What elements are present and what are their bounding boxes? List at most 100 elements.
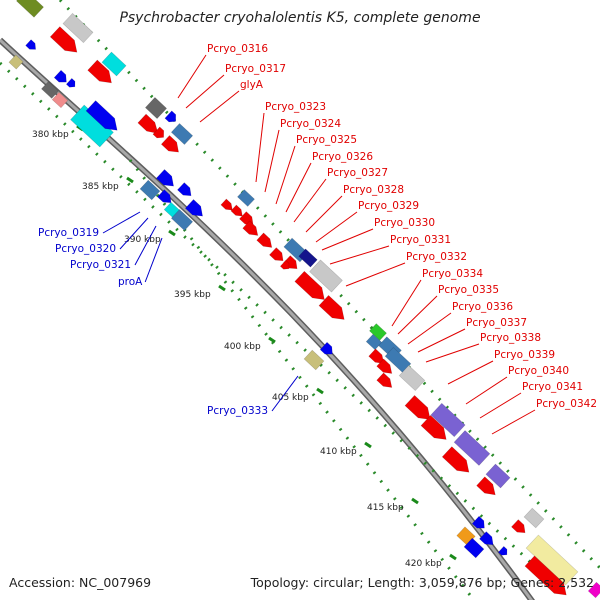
label-leader-line bbox=[285, 162, 312, 213]
ruler-tick bbox=[411, 497, 419, 505]
genome-title: Psychrobacter cryohalolentis K5, complet… bbox=[119, 10, 481, 26]
gene-shape bbox=[184, 199, 203, 217]
gene-label: Pcryo_0319 bbox=[38, 227, 99, 239]
gene-label: Pcryo_0323 bbox=[265, 101, 326, 113]
gene-shape bbox=[369, 323, 387, 341]
gene-shape bbox=[298, 248, 318, 268]
gene-shape bbox=[309, 259, 343, 293]
gene-label: Pcryo_0337 bbox=[466, 317, 527, 329]
gene-shape bbox=[463, 537, 485, 559]
gene-shape bbox=[376, 358, 393, 374]
gene-shape bbox=[155, 169, 174, 187]
gene-shape bbox=[25, 39, 36, 50]
gene-label: Pcryo_0342 bbox=[536, 398, 597, 410]
label-leader-line bbox=[199, 90, 240, 123]
label-leader-line bbox=[119, 217, 149, 250]
gene-shape bbox=[144, 97, 168, 119]
gene-feature bbox=[164, 110, 177, 123]
gene-feature bbox=[303, 349, 325, 371]
gene-shape bbox=[87, 59, 112, 84]
gene-shape bbox=[294, 270, 325, 300]
gene-feature bbox=[152, 126, 165, 139]
ruler-tick bbox=[316, 387, 324, 395]
gene-feature bbox=[420, 414, 447, 440]
gene-shape bbox=[404, 394, 431, 420]
gene-shape bbox=[170, 209, 194, 231]
genome-summary-text: Topology: circular; Length: 3,059,876 bp… bbox=[250, 575, 594, 590]
gene-feature bbox=[87, 59, 112, 84]
gene-feature bbox=[298, 248, 318, 268]
gene-feature bbox=[525, 534, 579, 586]
gene-feature bbox=[170, 209, 194, 231]
gene-label: Pcryo_0336 bbox=[452, 301, 513, 313]
gene-shape bbox=[139, 179, 161, 201]
gene-feature bbox=[220, 198, 233, 211]
gene-shape bbox=[511, 519, 526, 534]
ruler-label: 390 kbp bbox=[124, 235, 161, 245]
ruler-tick bbox=[126, 176, 134, 184]
gene-shape bbox=[420, 414, 447, 440]
label-leader-line bbox=[397, 295, 438, 335]
gene-shape bbox=[525, 534, 579, 586]
gene-label: proA bbox=[118, 276, 143, 288]
gene-shape bbox=[485, 463, 511, 489]
gene-shape bbox=[398, 364, 426, 392]
label-leader-line bbox=[465, 376, 508, 405]
gene-label: Pcryo_0325 bbox=[296, 134, 357, 146]
gene-shape bbox=[177, 182, 192, 197]
gene-feature bbox=[62, 12, 94, 44]
accession-text: Accession: NC_007969 bbox=[9, 575, 152, 590]
gene-label: Pcryo_0341 bbox=[522, 381, 583, 393]
gene-feature bbox=[85, 100, 118, 131]
label-leader-line bbox=[425, 343, 480, 363]
label-leader-line bbox=[275, 145, 296, 205]
gene-label: Pcryo_0324 bbox=[280, 118, 341, 130]
gene-feature bbox=[463, 537, 485, 559]
gene-label: Pcryo_0338 bbox=[480, 332, 541, 344]
label-leader-line bbox=[407, 312, 452, 345]
gene-label: glyA bbox=[240, 79, 264, 91]
label-leader-line bbox=[321, 228, 374, 251]
gene-feature bbox=[16, 0, 44, 18]
gene-shape bbox=[237, 189, 255, 207]
ruler-label: 385 kbp bbox=[82, 182, 119, 192]
label-leader-line bbox=[491, 409, 536, 435]
gene-label: Pcryo_0316 bbox=[207, 43, 268, 55]
gene-feature bbox=[376, 372, 393, 388]
gene-label: Pcryo_0335 bbox=[438, 284, 499, 296]
gene-shape bbox=[16, 0, 44, 18]
gene-shape bbox=[524, 555, 567, 596]
gene-label: Pcryo_0330 bbox=[374, 217, 435, 229]
gene-shape bbox=[49, 26, 78, 53]
gene-feature bbox=[471, 515, 485, 529]
gene-feature bbox=[160, 135, 179, 153]
gene-feature bbox=[230, 204, 243, 217]
gene-feature bbox=[137, 113, 159, 134]
gene-shape bbox=[8, 54, 24, 70]
gene-feature bbox=[157, 189, 172, 204]
label-leader-line bbox=[264, 129, 280, 193]
gene-label: Pcryo_0332 bbox=[406, 251, 467, 263]
label-leader-line bbox=[255, 112, 265, 183]
gene-shape bbox=[479, 531, 494, 546]
gene-shape bbox=[62, 12, 94, 44]
gene-feature bbox=[430, 402, 466, 438]
gene-shape bbox=[157, 189, 172, 204]
gene-shape bbox=[51, 91, 69, 109]
gene-shape bbox=[523, 507, 545, 529]
ruler-guide bbox=[128, 159, 472, 596]
gene-feature bbox=[497, 545, 508, 556]
gene-feature bbox=[479, 531, 494, 546]
gene-shape bbox=[303, 349, 325, 371]
label-leader-line bbox=[391, 279, 422, 327]
gene-feature bbox=[170, 123, 194, 145]
gene-shape bbox=[220, 198, 233, 211]
ruler-label: 405 kbp bbox=[272, 393, 309, 403]
gene-shape bbox=[101, 51, 127, 77]
gene-feature bbox=[398, 364, 426, 392]
gene-label: Pcryo_0321 bbox=[70, 259, 131, 271]
label-leader-line bbox=[447, 360, 494, 385]
gene-label: Pcryo_0326 bbox=[312, 151, 373, 163]
gene-feature bbox=[242, 220, 259, 236]
